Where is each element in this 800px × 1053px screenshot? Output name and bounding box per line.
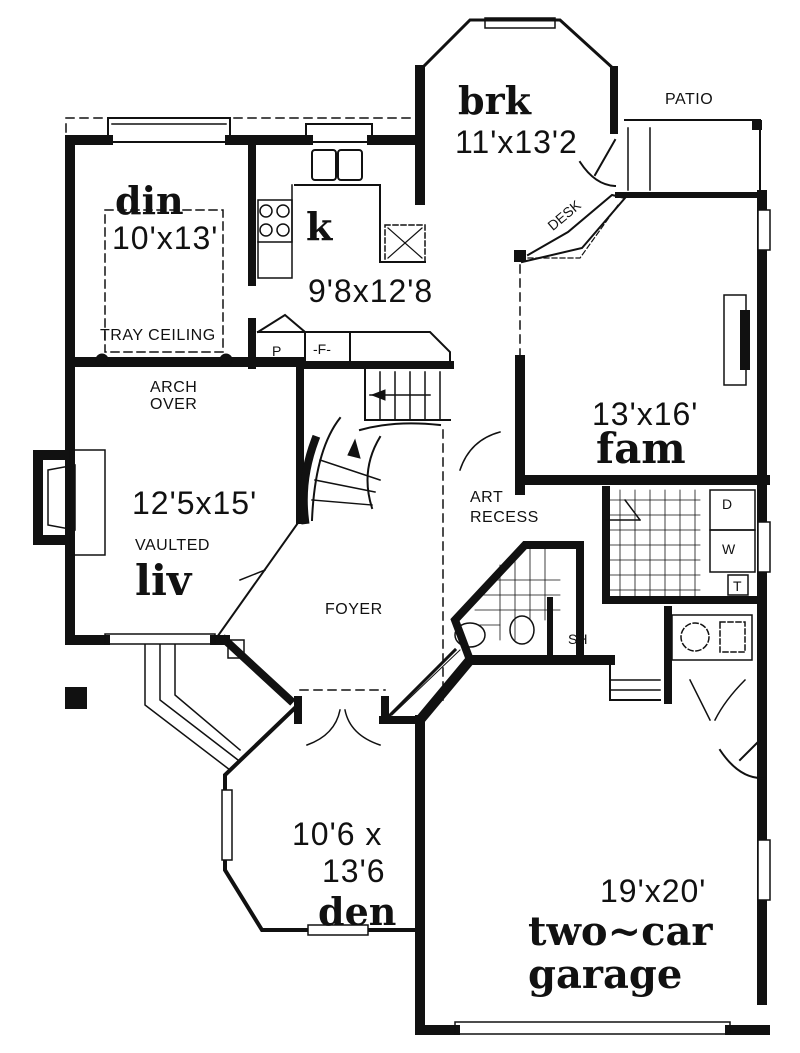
dining-room-size: 10'x13' [112,220,219,256]
arch-over-note-line1: ARCH [150,379,198,396]
living-room-name: liv [135,556,192,605]
kitchen-room-size: 9'8x12'8 [308,273,434,309]
dining-room-name: din [115,178,184,223]
foyer-label: FOYER [325,601,383,618]
den-size-line1: 10'6 x [292,816,383,852]
den-size-line2: 13'6 [322,853,386,889]
garage-size: 19'x20' [600,873,707,909]
shower-label: SH [568,631,588,647]
breakfast-room-size: 11'x13'2 [455,124,578,160]
garage-name-line2: garage [528,951,683,998]
den-room-name: den [318,889,397,934]
arch-over-note-line2: OVER [150,396,198,413]
living-room-size: 12'5x15' [132,485,258,521]
breakfast-room-name: brk [458,78,531,123]
garage-name-line1: two~car [528,908,713,955]
family-room-size: 13'x16' [592,396,699,432]
pantry-label: P [272,343,282,359]
patio-label: PATIO [665,91,714,108]
art-recess-line2: RECESS [470,509,539,526]
dryer-label: D [722,496,733,512]
family-room-name: fam [596,424,686,473]
art-recess-line1: ART [470,489,504,506]
tub-label: T [733,578,742,594]
kitchen-room-name: k [306,204,333,249]
fridge-label: -F- [313,341,331,357]
vaulted-note: VAULTED [135,537,210,554]
tray-ceiling-note: TRAY CEILING [100,327,216,344]
washer-label: W [722,541,736,557]
